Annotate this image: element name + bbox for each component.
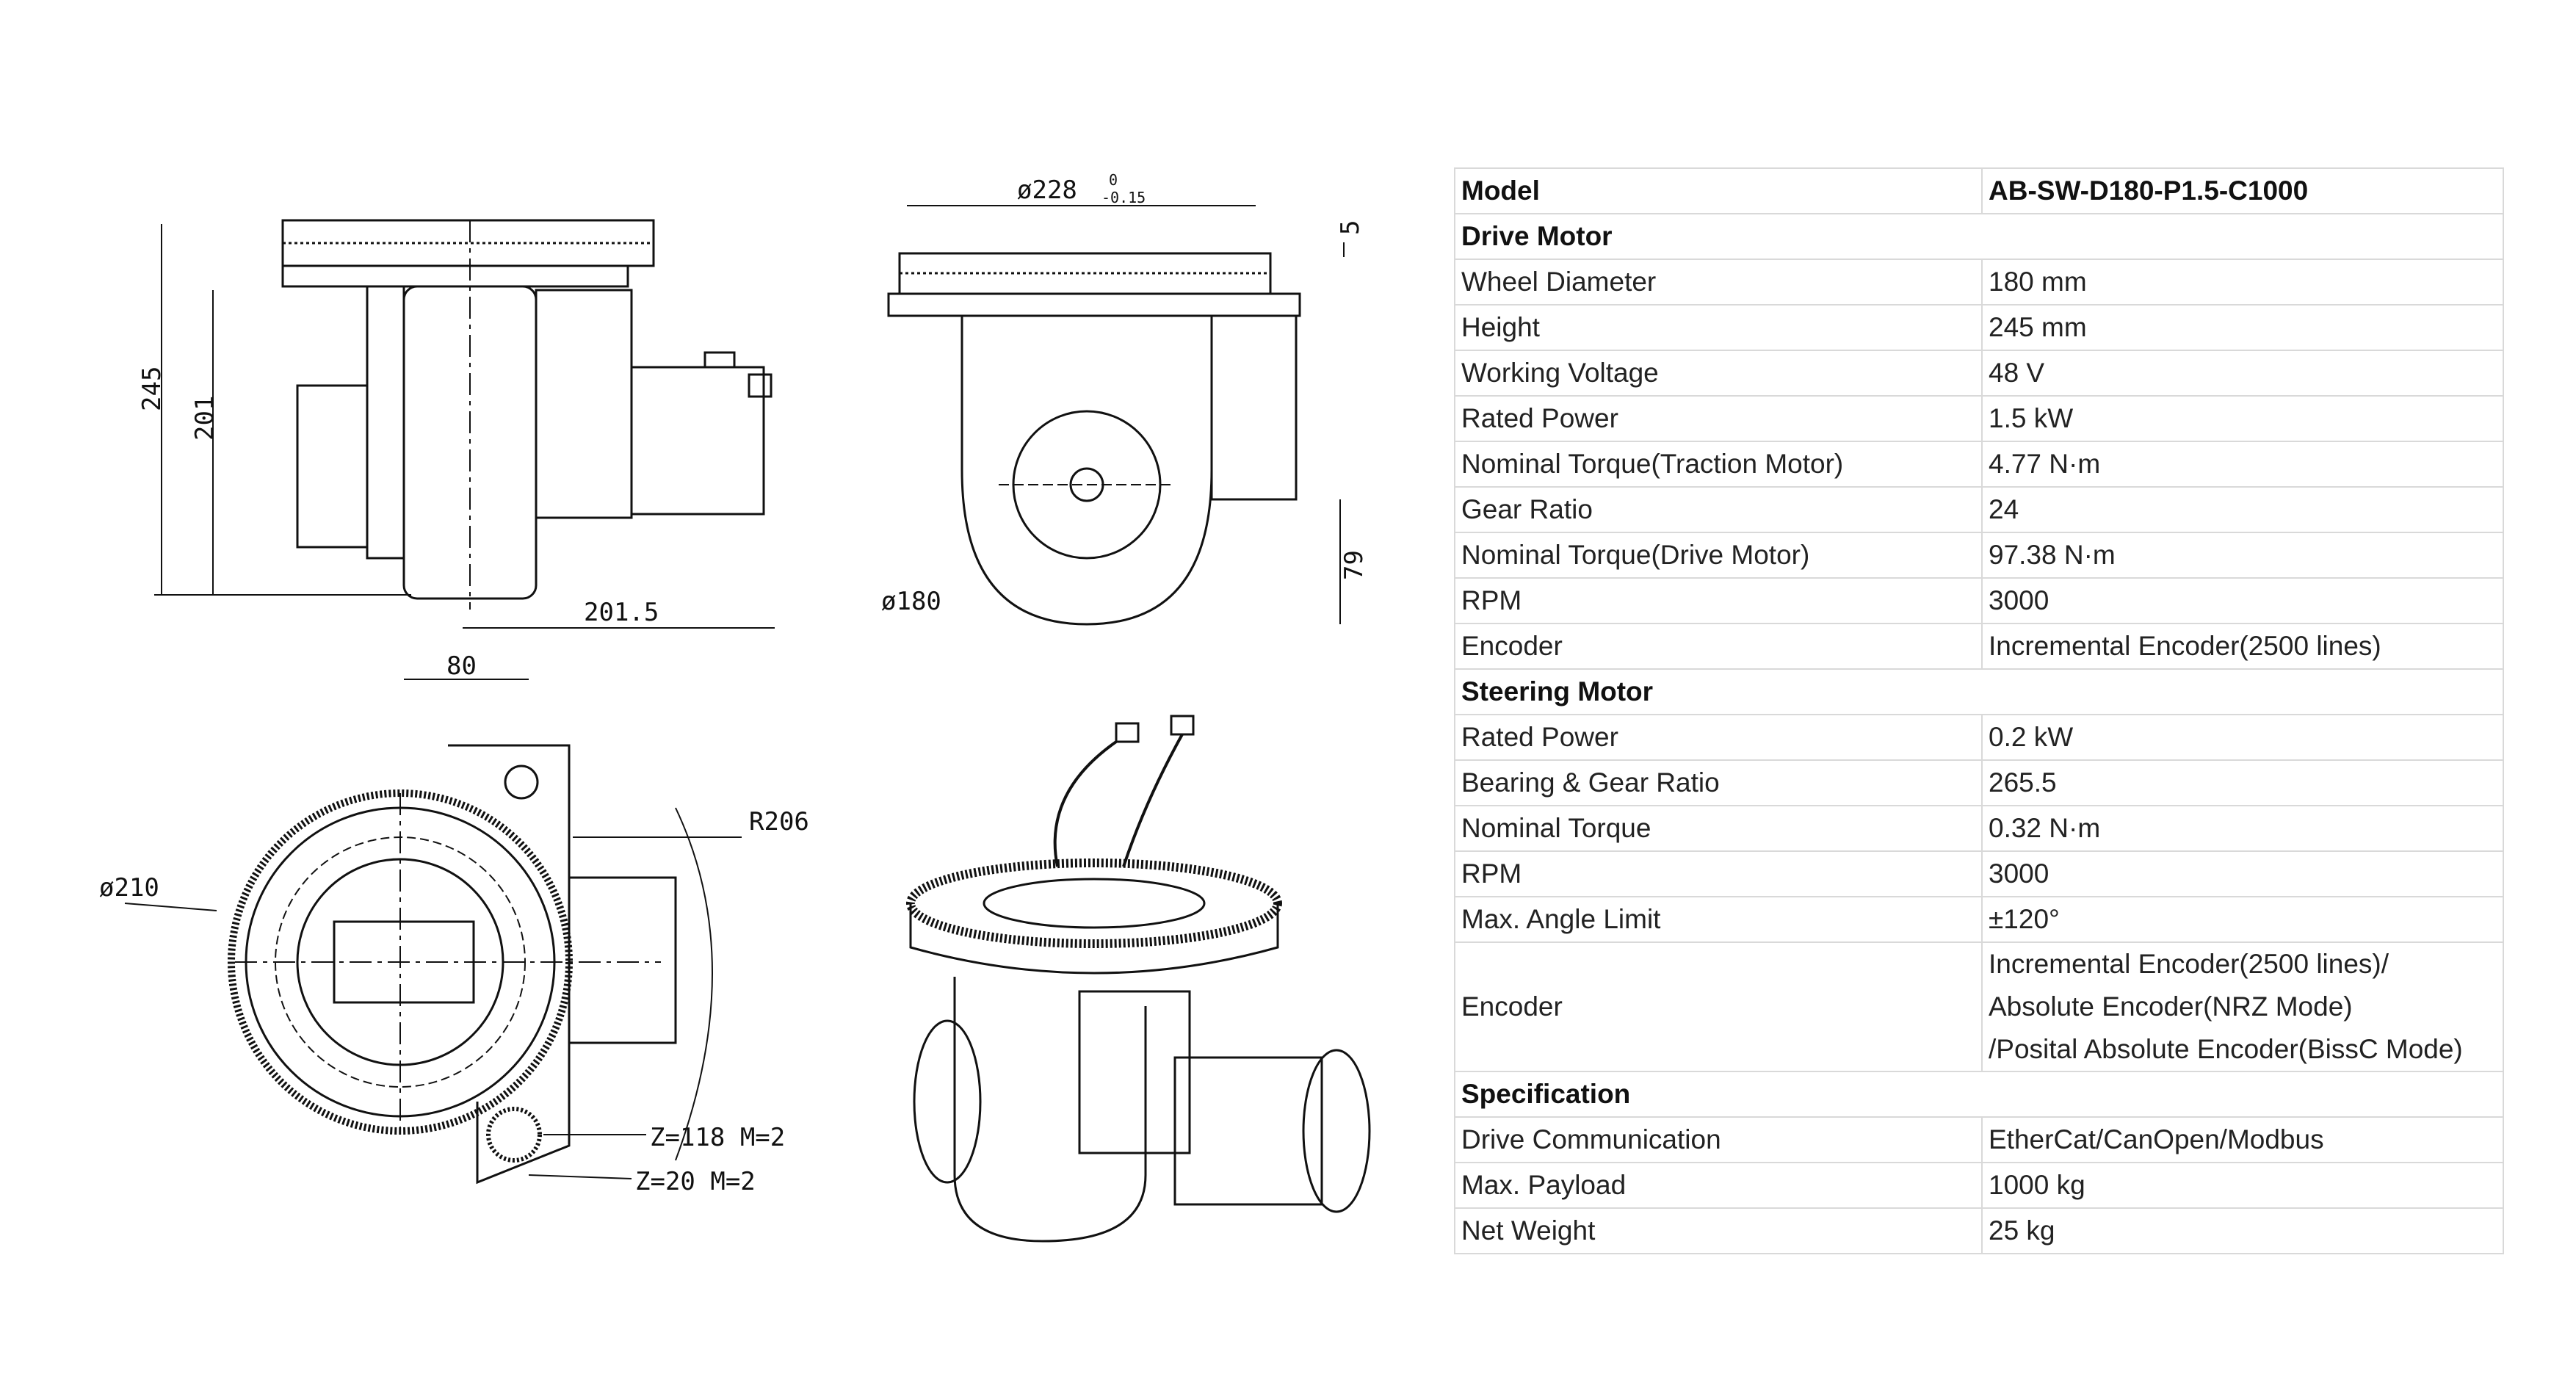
product-3d-illustration [906,715,1371,1243]
row-value: 265.5 [1981,759,2504,806]
row-value: 0.32 N·m [1981,805,2504,852]
row-label: Gear Ratio [1454,486,1983,533]
section-steering-motor: Steering Motor [1454,668,2504,715]
row-label: Nominal Torque [1454,805,1983,852]
dim-pinion-gear: Z=20 M=2 [635,1167,756,1196]
spec-table: Model AB-SW-D180-P1.5-C1000 Drive Motor … [1454,167,2504,1254]
section-drive-motor: Drive Motor [1454,213,2504,260]
row-label: Nominal Torque(Traction Motor) [1454,441,1983,488]
dim-ring-tol-lower: -0.15 [1101,189,1146,206]
dim-mount-diameter: ø210 [99,873,159,903]
model-label: Model [1454,167,1983,214]
front-view-drawing [887,205,1345,626]
drawing-canvas: 245 201 201.5 80 ø228 0 -0.15 5 ø180 79 [99,171,1371,1243]
row-label: Wheel Diameter [1454,259,1983,306]
dim-width-offset: 201.5 [584,598,659,627]
encoder-line: /Posital Absolute Encoder(BissC Mode) [1989,1034,2463,1064]
dim-wheel-width: 80 [446,651,477,681]
dim-ring-gear: Z=118 M=2 [650,1123,785,1152]
row-label: Working Voltage [1454,350,1983,397]
row-label: Encoder [1454,623,1983,670]
row-value: 245 mm [1981,304,2504,351]
row-value: 24 [1981,486,2504,533]
section-title: Steering Motor [1454,668,2504,715]
row-value: 48 V [1981,350,2504,397]
row-value: Incremental Encoder(2500 lines) [1981,623,2504,670]
encoder-line: Incremental Encoder(2500 lines)/ [1989,949,2389,979]
row-label: Max. Payload [1454,1162,1983,1209]
dim-height-body: 201 [190,396,220,441]
table-row: Nominal Torque(Traction Motor)4.77 N·m [1454,441,2504,488]
row-value: 3000 [1981,577,2504,624]
dim-axle-height: 79 [1339,550,1369,580]
row-value: 1000 kg [1981,1162,2504,1209]
dim-height-total: 245 [137,366,167,411]
row-label: Rated Power [1454,395,1983,442]
row-value: 25 kg [1981,1207,2504,1254]
row-value: EtherCat/CanOpen/Modbus [1981,1116,2504,1163]
row-value: 97.38 N·m [1981,532,2504,579]
row-value-multiline: Incremental Encoder(2500 lines)/ Absolut… [1981,941,2504,1072]
top-view-drawing [124,744,742,1185]
row-value: 1.5 kW [1981,395,2504,442]
table-header-row: Model AB-SW-D180-P1.5-C1000 [1454,167,2504,214]
row-label: RPM [1454,850,1983,897]
row-value: 3000 [1981,850,2504,897]
technical-drawings: 245 201 201.5 80 ø228 0 -0.15 5 ø180 79 [99,171,1371,1243]
section-title: Specification [1454,1071,2504,1118]
row-label: Encoder [1454,941,1983,1072]
row-label: Height [1454,304,1983,351]
dim-ring-tol-upper: 0 [1109,171,1118,189]
table-row: Max. Angle Limit±120° [1454,896,2504,943]
section-specification: Specification [1454,1071,2504,1118]
row-label: Rated Power [1454,714,1983,761]
row-label: Drive Communication [1454,1116,1983,1163]
dim-radius: R206 [749,807,809,836]
row-value: 180 mm [1981,259,2504,306]
row-label: Bearing & Gear Ratio [1454,759,1983,806]
dim-wheel-diameter: ø180 [881,587,941,616]
row-label: Max. Angle Limit [1454,896,1983,943]
dim-ring-diameter: ø228 [1017,176,1077,205]
row-value: ±120° [1981,896,2504,943]
table-row: Nominal Torque(Drive Motor)97.38 N·m [1454,532,2504,579]
section-title: Drive Motor [1454,213,2504,260]
row-label: RPM [1454,577,1983,624]
row-label: Net Weight [1454,1207,1983,1254]
row-value: 4.77 N·m [1981,441,2504,488]
dim-ring-thickness: 5 [1336,220,1365,235]
side-view-drawing [154,219,775,680]
spec-table-container: Model AB-SW-D180-P1.5-C1000 Drive Motor … [1454,167,2504,1254]
row-value: 0.2 kW [1981,714,2504,761]
row-label: Nominal Torque(Drive Motor) [1454,532,1983,579]
encoder-line: Absolute Encoder(NRZ Mode) [1989,991,2353,1022]
model-value: AB-SW-D180-P1.5-C1000 [1981,167,2504,214]
table-row: Encoder Incremental Encoder(2500 lines)/… [1454,941,2504,1072]
